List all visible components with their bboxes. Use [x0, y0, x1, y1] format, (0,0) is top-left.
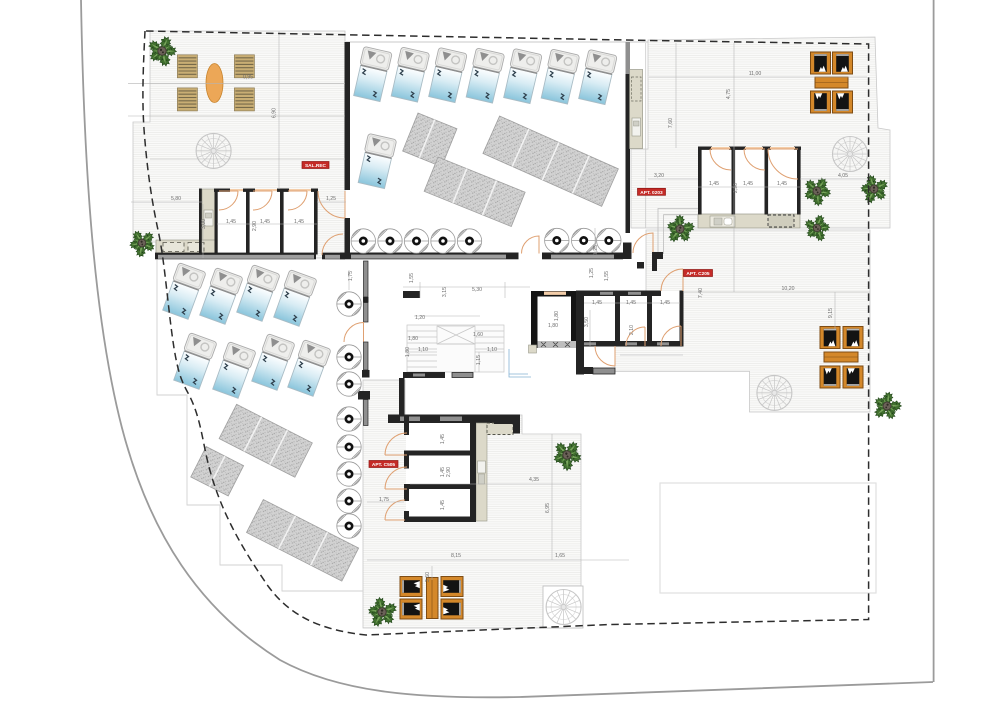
svg-text:3,20: 3,20: [654, 173, 664, 179]
svg-text:2,90: 2,90: [446, 467, 452, 477]
svg-text:2,90: 2,90: [733, 183, 739, 193]
svg-text:4,05: 4,05: [838, 173, 848, 179]
svg-text:SAL.REC: SAL.REC: [305, 163, 327, 169]
svg-text:1,55: 1,55: [604, 271, 610, 281]
svg-text:10,20: 10,20: [782, 286, 795, 292]
svg-text:4,35: 4,35: [529, 477, 539, 483]
svg-text:1,45: 1,45: [260, 219, 270, 225]
svg-text:1,25: 1,25: [593, 245, 599, 255]
svg-text:1,45: 1,45: [777, 181, 787, 187]
svg-text:1,45: 1,45: [709, 181, 719, 187]
svg-text:1,45: 1,45: [660, 300, 670, 306]
svg-text:3,15: 3,15: [442, 287, 448, 297]
svg-text:1,80: 1,80: [548, 323, 558, 329]
svg-text:1,65: 1,65: [555, 553, 565, 559]
svg-text:2,90: 2,90: [252, 221, 258, 231]
svg-text:1,45: 1,45: [440, 434, 446, 444]
svg-text:1,45: 1,45: [626, 300, 636, 306]
svg-text:1,75: 1,75: [379, 497, 389, 503]
svg-text:1,15: 1,15: [476, 355, 482, 365]
svg-text:1,80: 1,80: [408, 336, 418, 342]
svg-text:2,10: 2,10: [629, 325, 635, 335]
svg-text:6,95: 6,95: [545, 503, 551, 513]
svg-text:1,55: 1,55: [409, 273, 415, 283]
svg-text:5,80: 5,80: [171, 196, 181, 202]
svg-text:APT. 0203: APT. 0203: [640, 190, 663, 196]
svg-text:9,15: 9,15: [828, 308, 834, 318]
svg-text:1,60: 1,60: [473, 332, 483, 338]
svg-text:1,45: 1,45: [743, 181, 753, 187]
svg-text:1,45: 1,45: [226, 219, 236, 225]
svg-text:1,80: 1,80: [405, 347, 411, 357]
svg-text:APT. C205: APT. C205: [686, 271, 710, 277]
svg-text:1,45: 1,45: [294, 219, 304, 225]
svg-text:5,30: 5,30: [472, 287, 482, 293]
svg-text:APT. C505: APT. C505: [372, 462, 396, 468]
svg-text:3,60: 3,60: [425, 572, 431, 582]
svg-text:1,45: 1,45: [440, 467, 446, 477]
svg-text:1,25: 1,25: [589, 268, 595, 278]
svg-text:1,10: 1,10: [487, 347, 497, 353]
svg-text:6,90: 6,90: [272, 108, 278, 118]
svg-text:8,15: 8,15: [451, 553, 461, 559]
svg-text:1,80: 1,80: [554, 311, 560, 321]
svg-text:1,75: 1,75: [348, 271, 354, 281]
svg-text:1,10: 1,10: [418, 347, 428, 353]
svg-text:11,00: 11,00: [749, 71, 762, 77]
svg-text:1,20: 1,20: [415, 315, 425, 321]
svg-text:7,40: 7,40: [698, 288, 704, 298]
svg-text:1,45: 1,45: [592, 300, 602, 306]
svg-text:3,00: 3,00: [201, 219, 207, 229]
svg-text:1,25: 1,25: [326, 196, 336, 202]
svg-text:1,45: 1,45: [440, 500, 446, 510]
svg-text:4,75: 4,75: [726, 89, 732, 99]
svg-text:0,95: 0,95: [243, 75, 253, 81]
svg-text:3,50: 3,50: [584, 317, 590, 327]
svg-text:7,60: 7,60: [668, 118, 674, 128]
